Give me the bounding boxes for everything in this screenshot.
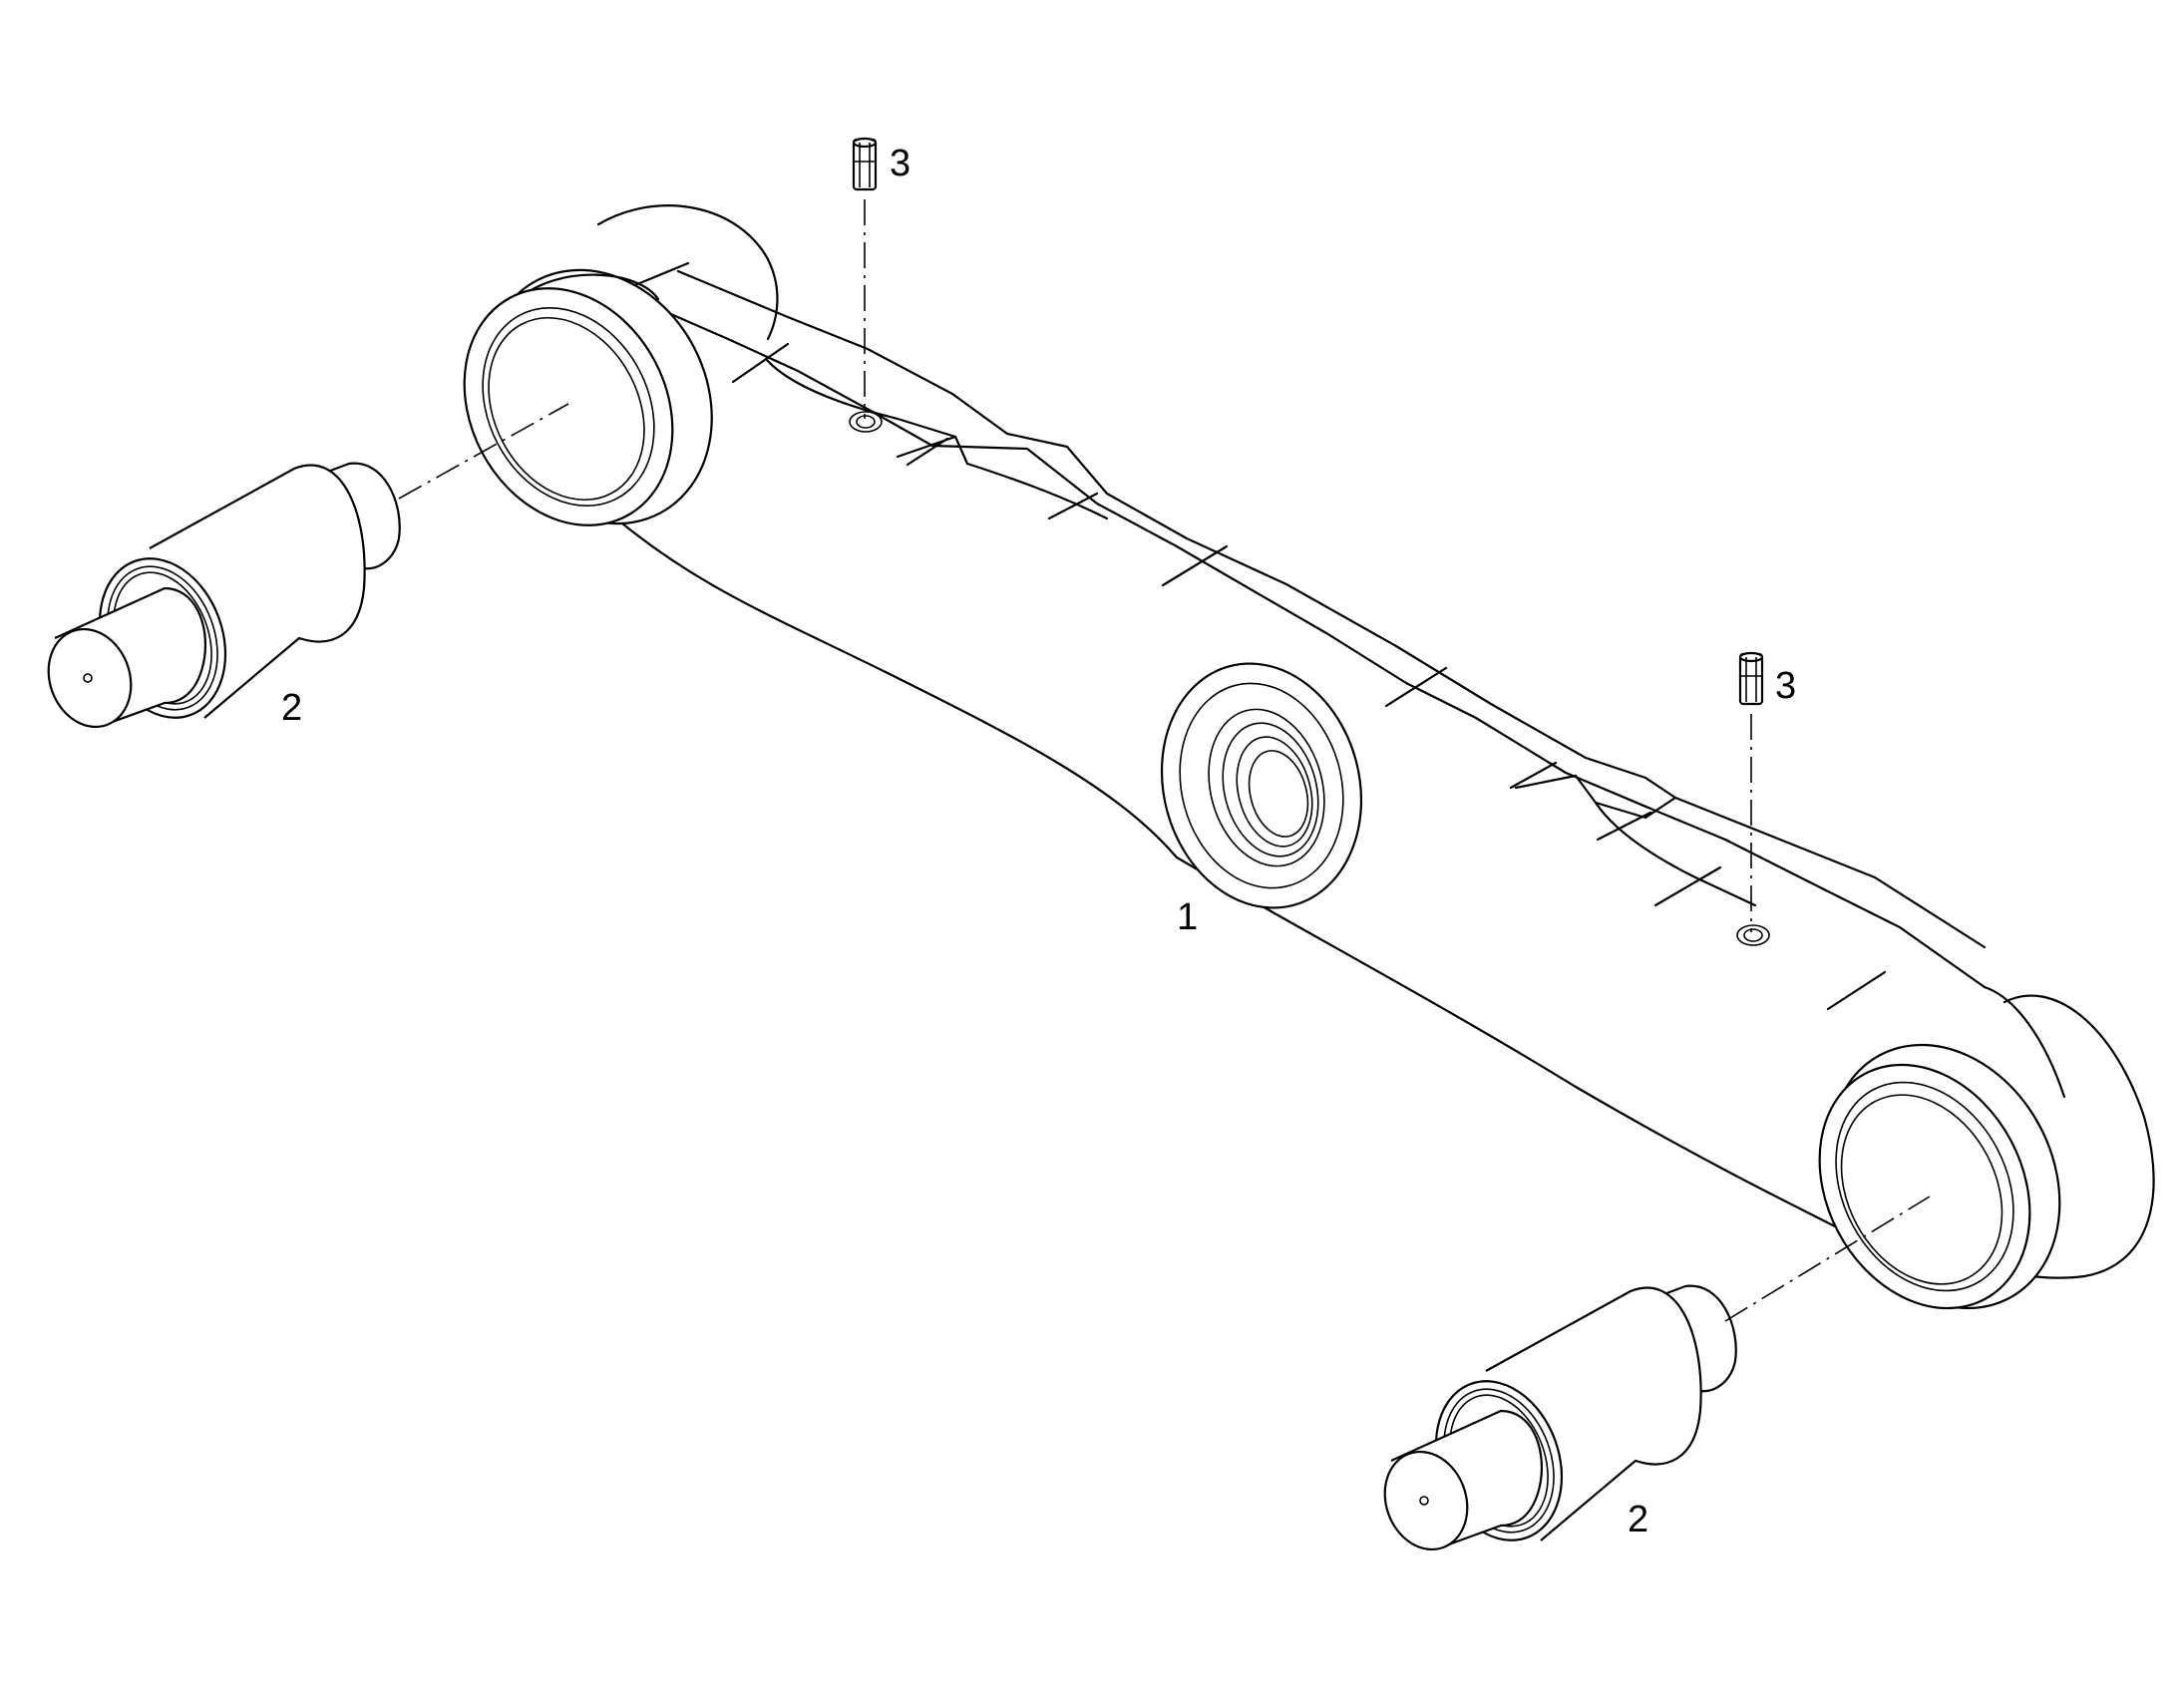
pin-left: [47, 462, 401, 729]
callout-part-2-right: 2: [1628, 1499, 1648, 1540]
left-eye-bushing: [463, 268, 713, 526]
callout-part-1: 1: [1177, 896, 1198, 938]
grease-nipple-right: [1738, 651, 1764, 706]
grease-hole-left: [849, 411, 883, 433]
center-eye-bushing: [1160, 662, 1363, 909]
pin-right: [1383, 1284, 1737, 1551]
assembly-lines: [398, 199, 1931, 1322]
grease-nipple-left: [852, 137, 878, 191]
right-eye-bushing: [1818, 1043, 2061, 1310]
callout-part-2-left: 2: [281, 687, 302, 729]
callout-part-3-left: 3: [890, 143, 910, 184]
arm-body: [463, 204, 2155, 1310]
callout-part-3-right: 3: [1775, 665, 1796, 707]
grease-hole-right: [1736, 924, 1770, 946]
